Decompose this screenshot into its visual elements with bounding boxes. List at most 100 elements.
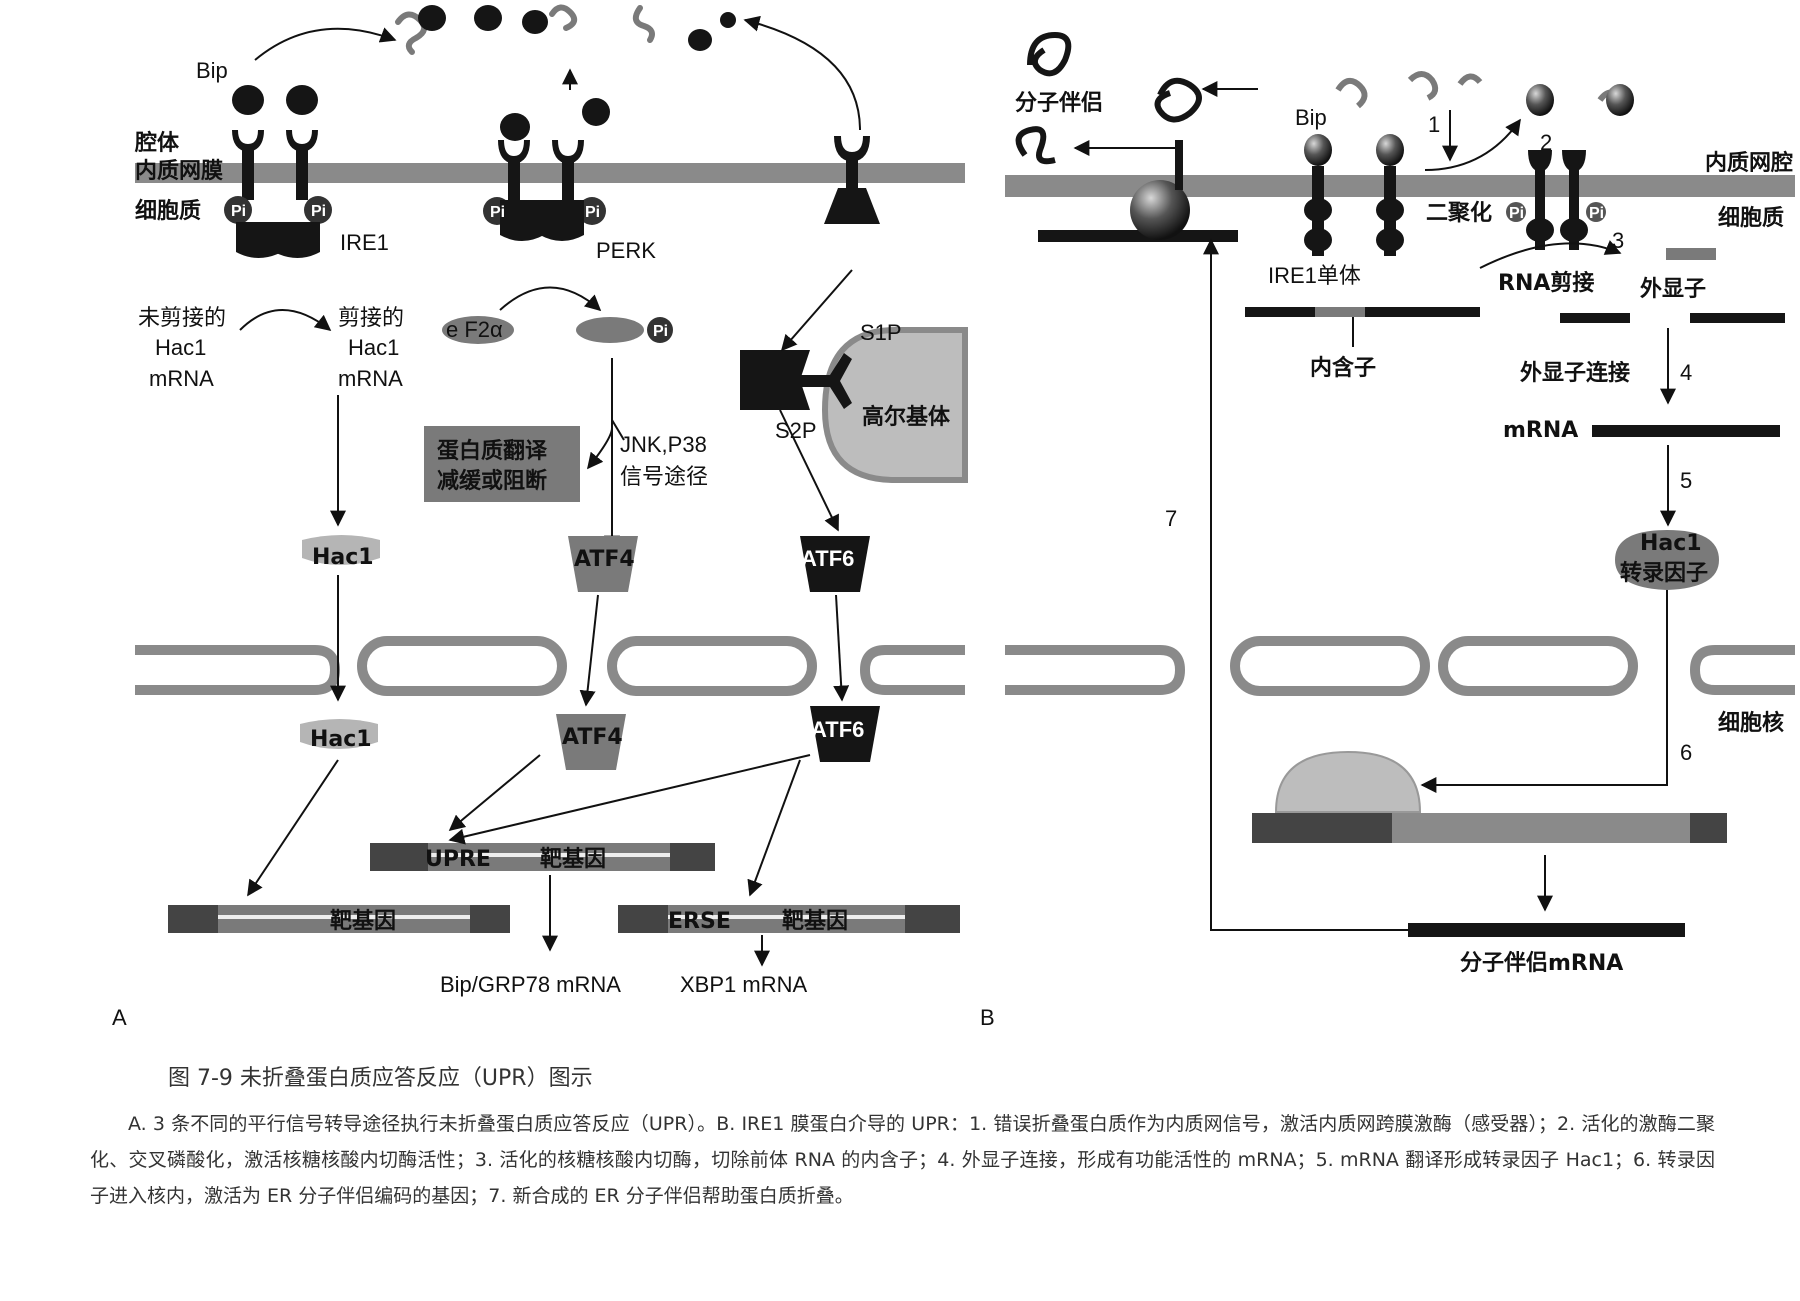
hac1-target-gene [168,905,510,933]
panel-a-letter: A [112,1005,127,1030]
er-lumen-label: 内质网腔 [1705,150,1793,176]
xbp1-mrna-label: XBP1 mRNA [680,972,807,997]
upre-label: UPRE [425,847,491,872]
svg-text:ATF4: ATF4 [562,725,623,750]
svg-text:ATF6: ATF6 [811,717,864,742]
hac1-bound [1274,750,1422,813]
erse-label: ERSE [668,909,731,934]
chaperone-mrna [1408,923,1685,937]
caption-body: A. 3 条不同的平行信号转导途径执行未折叠蛋白质应答反应（UPR）。B. IR… [90,1113,1715,1207]
svg-text:Hac1: Hac1 [1640,531,1702,556]
mrna-label: mRNA [1503,418,1578,443]
nucleus-label: 细胞核 [1718,710,1784,736]
bip-balls-b [1304,84,1634,166]
upre-target-label: 靶基因 [540,847,606,872]
nuclear-envelope-b [1005,636,1795,696]
step-6: 6 [1680,740,1692,765]
cytoplasm-label-b: 细胞质 [1718,205,1784,231]
bip-free-balls [418,5,736,126]
atf6-precursor [824,136,880,224]
ire1-dimer [1506,150,1606,250]
perk-label: PERK [596,238,656,263]
er-membrane-label: 内质网膜 [135,159,223,184]
er-membrane-band [135,163,965,183]
eif2a-label: e F2α [446,317,503,342]
s1p-label: S1P [860,320,902,345]
lumen-label: 腔体 [134,130,180,156]
svg-text:未剪接的: 未剪接的 [138,305,226,330]
misfolded-proteins-b [1335,71,1625,109]
golgi [821,327,968,483]
perk-pi-right: Pi [585,204,600,221]
translocon [1038,140,1238,242]
chaperone-gene [1252,813,1727,843]
svg-text:Hac1: Hac1 [155,335,206,360]
bip-label-a: Bip [196,58,228,83]
svg-text:ATF4: ATF4 [574,547,635,572]
ire1-monomer-label: IRE1单体 [1268,263,1361,288]
svg-text:Hac1: Hac1 [348,335,399,360]
eif2a-phospho-node [576,317,644,343]
er-membrane-band-b [1005,175,1795,197]
svg-text:转录因子: 转录因子 [1620,560,1708,586]
svg-text:剪接的: 剪接的 [338,305,404,330]
svg-text:ATF6: ATF6 [801,546,854,571]
mature-mrna [1592,425,1780,437]
cytoplasm-label: 细胞质 [135,198,201,224]
exon-left [1560,313,1630,323]
unspliced-hac1-mrna: 未剪接的 Hac1 mRNA [138,305,226,391]
svg-text:减缓或阻断: 减缓或阻断 [437,468,547,494]
bip-mrna-label: Bip/GRP78 mRNA [440,972,621,997]
caption-title: 图 7-9 未折叠蛋白质应答反应（UPR）图示 [168,1066,593,1091]
perk-pi-left: Pi [490,204,505,221]
dimer-pi-right: Pi [1589,205,1604,222]
atf6-golgi [740,350,852,410]
perk-receptor [483,113,606,241]
jnk-label-1: JNK,P38 [620,432,707,457]
svg-text:Hac1: Hac1 [310,727,372,752]
svg-text:mRNA: mRNA [149,366,214,391]
upre-gene [370,843,715,871]
ire1-monomers [1304,166,1404,256]
rna-splicing-label: RNA剪接 [1498,270,1594,296]
atf4-cyto [568,536,638,592]
bip-label-b: Bip [1295,105,1327,130]
dimer-pi-left: Pi [1509,205,1524,222]
hac1-nuc [300,719,378,749]
spliced-hac1-mrna: 剪接的 Hac1 mRNA [338,305,404,391]
misfolded-proteins [395,4,655,55]
excised-intron [1666,248,1716,260]
panel-b: 内质网腔 细胞质 分子伴侣 Bip [980,31,1795,1030]
jnk-label-2: 信号途径 [620,464,708,489]
panel-b-letter: B [980,1005,995,1030]
atf6-cyto [800,536,870,592]
atf6-nuc [810,706,880,762]
eif2a-pi: Pi [653,323,668,340]
step-3: 3 [1612,228,1624,253]
dimerization-label: 二聚化 [1426,200,1492,226]
figure-caption: 图 7-9 未折叠蛋白质应答反应（UPR）图示 A. 3 条不同的平行信号转导途… [90,1060,1790,1214]
step-7: 7 [1165,506,1177,531]
golgi-label: 高尔基体 [862,404,951,430]
step-1: 1 [1428,112,1440,137]
erse-target-label: 靶基因 [782,909,848,934]
ire1-label: IRE1 [340,230,389,255]
hac1-target-label: 靶基因 [330,909,396,934]
pre-mrna [1245,307,1480,317]
chaperone-mrna-label: 分子伴侣mRNA [1460,951,1623,976]
exon-ligation-label: 外显子连接 [1520,360,1630,386]
svg-text:蛋白质翻译: 蛋白质翻译 [437,438,548,464]
chaperone-label: 分子伴侣 [1015,91,1103,116]
svg-text:Hac1: Hac1 [312,545,374,570]
atf4-nuc [556,714,626,770]
s2p-label: S2P [775,418,817,443]
ire1-pi-left: Pi [231,203,246,220]
svg-text:mRNA: mRNA [338,366,403,391]
step-2: 2 [1540,130,1552,155]
hac1-tf [1615,530,1719,590]
step-5: 5 [1680,468,1692,493]
folded-proteins [1015,31,1202,165]
ire1-receptor [224,85,332,258]
eif2a-node [442,316,514,344]
